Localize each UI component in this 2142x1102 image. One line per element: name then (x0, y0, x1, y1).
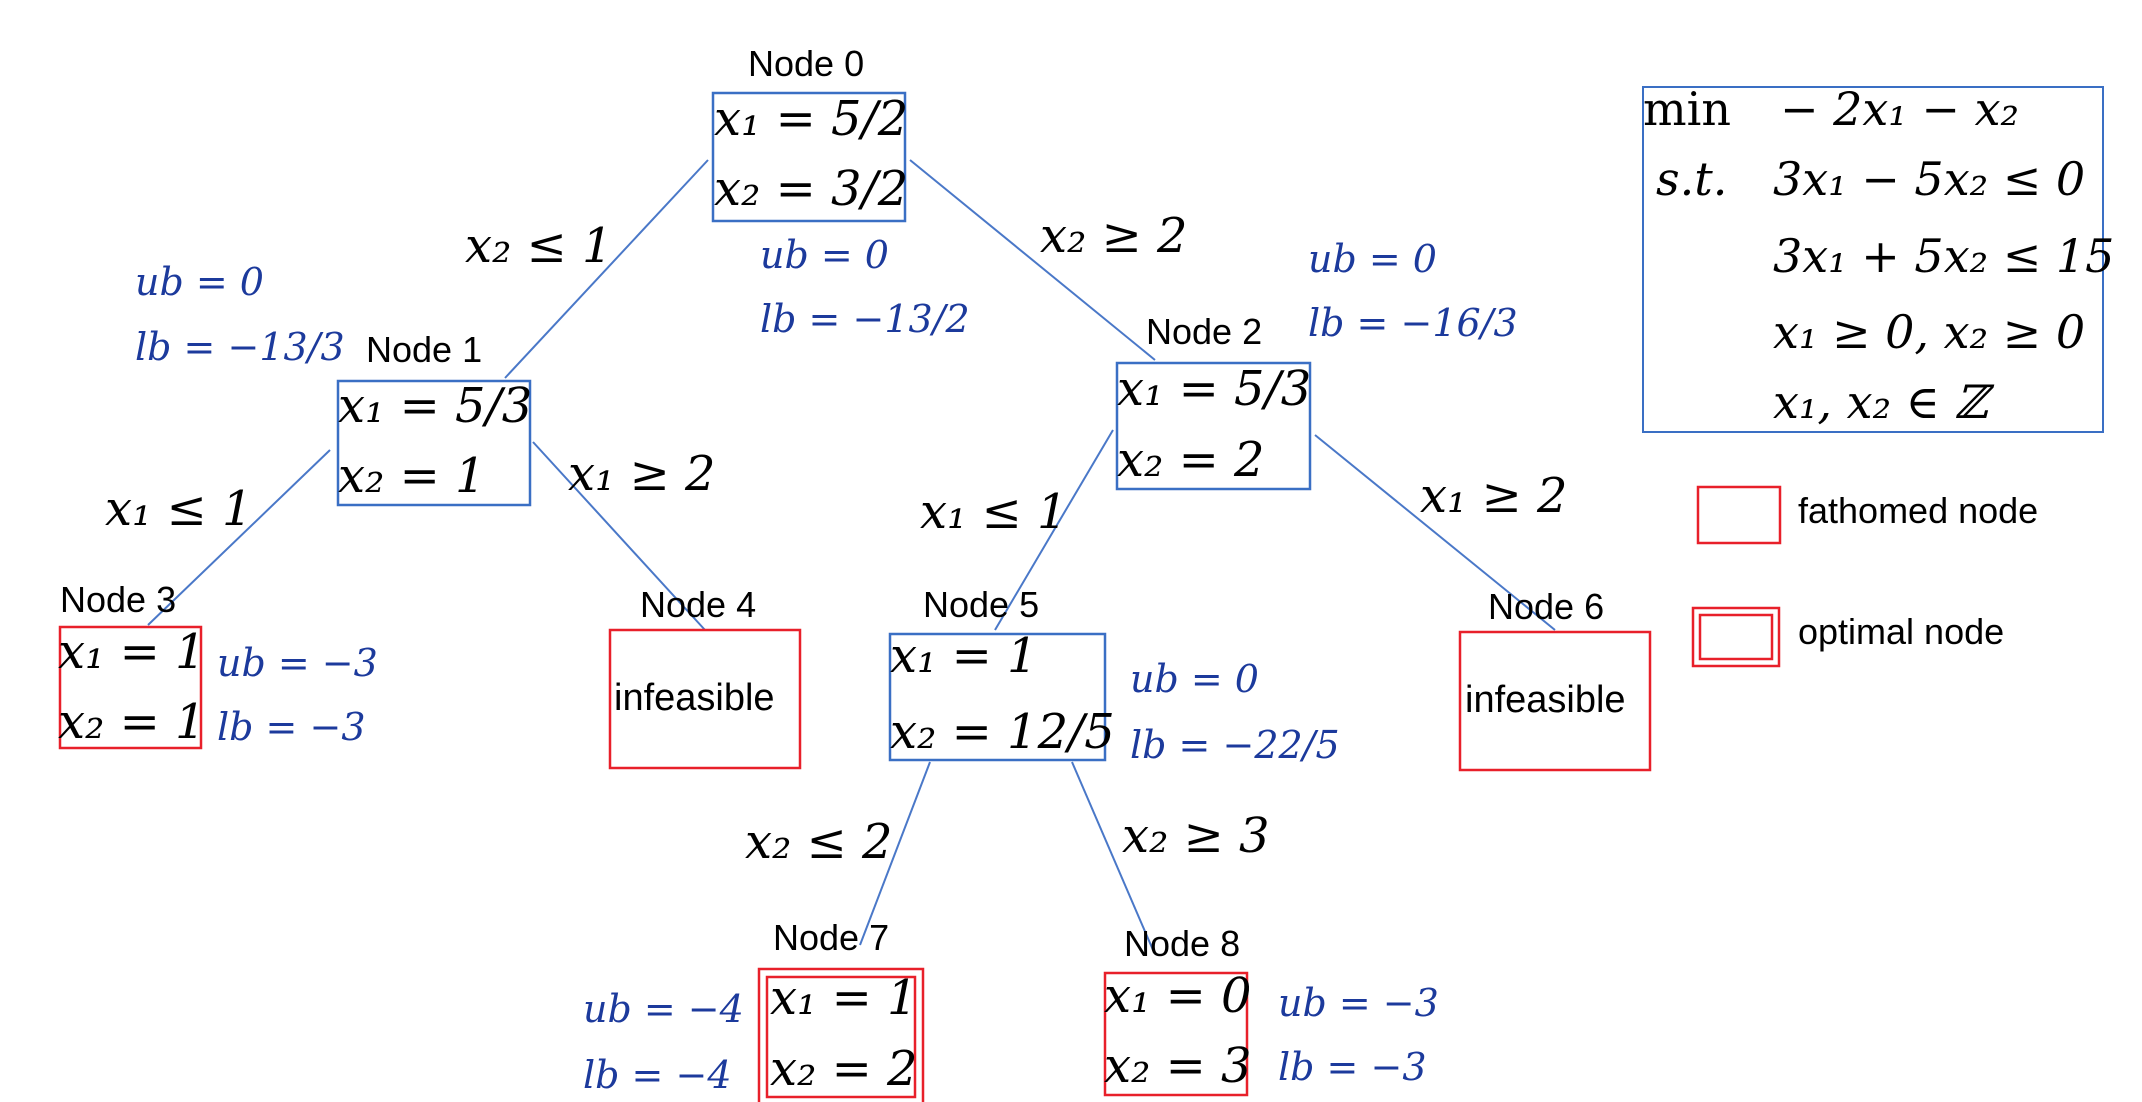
node-x2-value: x₂ = 2 (770, 1041, 918, 1097)
node-1: Node 1 x₁ = 5/3 x₂ = 1 ub = 0 lb = −13/3 (135, 260, 532, 507)
node-x2-value: x₂ = 1 (58, 694, 206, 750)
problem-min-keyword: min (1643, 82, 1731, 136)
node-upper-bound: ub = 0 (1308, 237, 1437, 281)
node-title: Node 7 (773, 917, 889, 958)
node-x1-value: x₁ = 5/2 (714, 91, 908, 147)
edge-5-8 (1071, 761, 1154, 951)
edge-0-2 (909, 159, 1156, 361)
branch-label-5-8: x₂ ≥ 3 (1122, 808, 1270, 864)
node-lower-bound: lb = −3 (1278, 1045, 1427, 1089)
tree-edges (147, 159, 1556, 951)
node-box-optimal-inner (765, 975, 917, 1099)
node-upper-bound: ub = 0 (1130, 657, 1259, 701)
problem-constraint-2: 3x₁ + 5x₂ ≤ 15 (1773, 229, 2114, 283)
node-x1-value: x₁ = 5/3 (338, 378, 532, 434)
node-8: Node 8 x₁ = 0 x₂ = 3 ub = −3 lb = −3 (1103, 923, 1439, 1097)
node-title: Node 0 (748, 43, 864, 84)
node-box-fathomed (1103, 971, 1249, 1097)
edge-1-4 (532, 441, 706, 631)
branch-label-0-2: x₂ ≥ 2 (1040, 208, 1188, 264)
edge-1-3 (147, 449, 331, 626)
branch-label-2-5: x₁ ≤ 1 (920, 484, 1068, 540)
node-box-fathomed (58, 625, 203, 750)
node-x2-value: x₂ = 12/5 (890, 704, 1115, 760)
node-title: Node 5 (923, 584, 1039, 625)
node-box (1115, 361, 1312, 491)
branch-label-5-7: x₂ ≤ 2 (745, 814, 893, 870)
node-title: Node 4 (640, 584, 756, 625)
node-status-text: infeasible (1465, 679, 1626, 721)
node-x2-value: x₂ = 3/2 (714, 161, 908, 217)
node-title: Node 3 (60, 579, 176, 620)
problem-objective: − 2x₁ − x₂ (1780, 82, 2019, 136)
node-box-fathomed (1458, 630, 1652, 772)
branch-label-1-3: x₁ ≤ 1 (105, 481, 253, 537)
node-lower-bound: lb = −22/5 (1130, 723, 1340, 767)
node-upper-bound: ub = −3 (1278, 981, 1439, 1025)
node-x1-value: x₁ = 0 (1104, 968, 1252, 1024)
node-lower-bound: lb = −13/2 (760, 297, 970, 341)
edge-2-6 (1314, 434, 1556, 631)
node-title: Node 1 (366, 329, 482, 370)
legend-optimal-swatch-inner (1698, 613, 1774, 661)
edge-5-7 (859, 761, 931, 946)
node-0: Node 0 x₁ = 5/2 x₂ = 3/2 ub = 0 lb = −13… (711, 43, 970, 341)
node-x1-value: x₁ = 1 (890, 628, 1038, 684)
node-box (888, 632, 1107, 762)
node-box (336, 379, 532, 507)
node-status-text: infeasible (614, 677, 775, 719)
node-lower-bound: lb = −13/3 (135, 325, 345, 369)
node-upper-bound: ub = 0 (135, 260, 264, 304)
problem-definition: min − 2x₁ − x₂ s.t. 3x₁ − 5x₂ ≤ 0 3x₁ + … (1642, 82, 2114, 433)
node-upper-bound: ub = −3 (217, 641, 378, 685)
node-x1-value: x₁ = 1 (58, 624, 206, 680)
node-3: Node 3 x₁ = 1 x₂ = 1 ub = −3 lb = −3 (58, 579, 378, 750)
branch-label-2-6: x₁ ≥ 2 (1420, 468, 1568, 524)
branch-labels: x₂ ≤ 1 x₂ ≥ 2 x₁ ≤ 1 x₁ ≥ 2 x₁ ≤ 1 x₁ ≥ … (105, 208, 1568, 870)
node-4: Node 4 infeasible (608, 584, 802, 770)
node-x1-value: x₁ = 5/3 (1117, 361, 1311, 417)
node-x2-value: x₂ = 2 (1117, 432, 1265, 488)
node-5: Node 5 x₁ = 1 x₂ = 12/5 ub = 0 lb = −22/… (888, 584, 1340, 767)
node-upper-bound: ub = −4 (583, 987, 744, 1031)
node-upper-bound: ub = 0 (760, 233, 889, 277)
edge-0-1 (504, 159, 709, 379)
legend-fathomed-swatch (1696, 485, 1782, 545)
node-7: Node 7 x₁ = 1 x₂ = 2 ub = −4 lb = −4 (583, 917, 925, 1102)
node-x2-value: x₂ = 3 (1104, 1038, 1252, 1094)
edge-2-5 (994, 429, 1114, 631)
node-lower-bound: lb = −16/3 (1308, 301, 1518, 345)
problem-constraint-1: 3x₁ − 5x₂ ≤ 0 (1773, 152, 2085, 206)
problem-constraint-3: x₁ ≥ 0, x₂ ≥ 0 (1773, 305, 2085, 359)
legend-fathomed-label: fathomed node (1798, 490, 2038, 531)
branch-label-0-1: x₂ ≤ 1 (465, 218, 613, 274)
branch-label-1-4: x₁ ≥ 2 (568, 446, 716, 502)
problem-constraint-4: x₁, x₂ ∈ ℤ (1773, 375, 1995, 429)
node-lower-bound: lb = −3 (217, 705, 366, 749)
legend: fathomed node optimal node (1691, 485, 2038, 668)
problem-box (1642, 86, 2104, 433)
node-lower-bound: lb = −4 (583, 1053, 732, 1097)
node-x1-value: x₁ = 1 (770, 970, 918, 1026)
node-box-optimal-outer (757, 967, 925, 1102)
problem-st-keyword: s.t. (1656, 152, 1727, 206)
node-title: Node 8 (1124, 923, 1240, 964)
node-x2-value: x₂ = 1 (338, 448, 486, 504)
node-title: Node 2 (1146, 311, 1262, 352)
node-box-fathomed (608, 628, 802, 770)
node-2: Node 2 x₁ = 5/3 x₂ = 2 ub = 0 lb = −16/3 (1115, 237, 1518, 491)
node-6: Node 6 infeasible (1458, 586, 1652, 772)
legend-optimal-label: optimal node (1798, 611, 2004, 652)
node-title: Node 6 (1488, 586, 1604, 627)
legend-optimal-swatch-outer (1691, 606, 1781, 668)
node-box (711, 91, 907, 223)
